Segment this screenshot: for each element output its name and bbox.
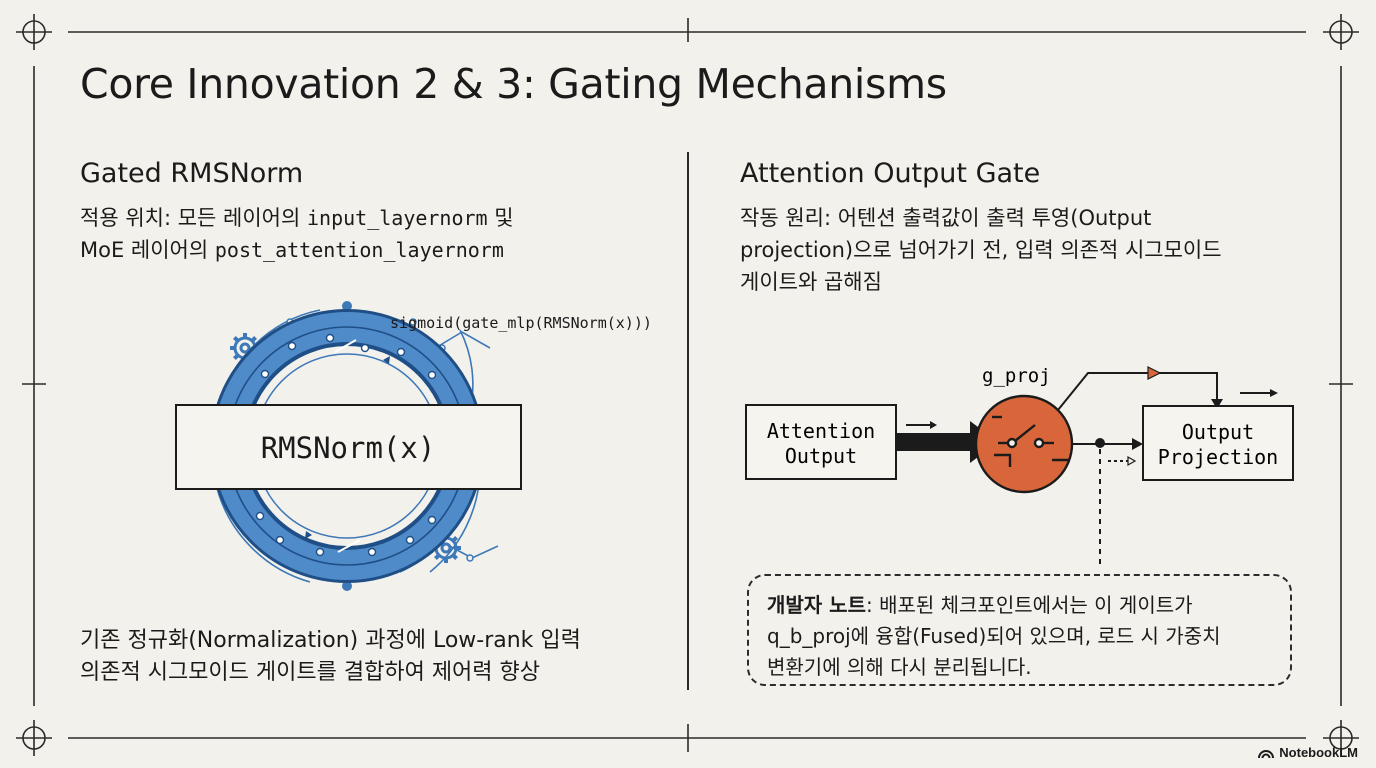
switch-icon — [992, 415, 1070, 467]
attention-output-label: Output — [785, 444, 857, 468]
arrow-icon — [1127, 455, 1137, 467]
attention-gate-diagram: Attention Output g_proj Output — [745, 365, 1294, 565]
ring-dots — [255, 333, 437, 557]
arrow-icon — [1147, 366, 1162, 380]
rmsnorm-box — [175, 404, 522, 490]
note-text: q_b_proj에 융합(Fused)되어 있으며, 로드 시 가중치 — [767, 624, 1221, 648]
column-divider — [687, 152, 689, 690]
desc-line: 게이트와 곱해짐 — [740, 270, 882, 294]
rmsnorm-box-label: RMSNorm(x) — [261, 431, 436, 465]
junction-dot — [1095, 438, 1105, 448]
gated-rmsnorm-description: 적용 위치: 모든 레이어의 input_layernorm 및 MoE 레이어… — [80, 202, 514, 266]
summary-line: 의존적 시그모이드 게이트를 결합하여 제어력 향상 — [80, 660, 541, 685]
brand-name: NotebookLM — [1279, 745, 1358, 760]
desc-text: MoE 레이어의 — [80, 238, 215, 262]
switch-icon — [334, 339, 361, 553]
desc-text: 및 — [487, 206, 514, 230]
crosshair-icon — [1323, 14, 1359, 50]
brand-watermark: NotebookLM — [1258, 745, 1358, 760]
desc-text: 적용 위치: 모든 레이어의 — [80, 206, 307, 230]
attention-output-label: Attention — [767, 419, 875, 443]
notebooklm-logo-icon — [1258, 749, 1275, 758]
sigmoid-formula: sigmoid(gate_mlp(RMSNorm(x))) — [390, 314, 652, 332]
note-text: : 배포된 체크포인트에서는 이 게이트가 — [865, 593, 1193, 617]
page-title: Core Innovation 2 & 3: Gating Mechanisms — [80, 60, 947, 108]
attention-gate-description: 작동 원리: 어텐션 출력값이 출력 투영(Output projection)… — [740, 202, 1222, 298]
arrow-icon — [1211, 399, 1223, 409]
node-dot — [342, 301, 352, 311]
output-projection-label: Projection — [1158, 445, 1278, 469]
desc-line: projection)으로 넘어가기 전, 입력 의존적 시그모이드 — [740, 238, 1222, 262]
note-text: 변환기에 의해 다시 분리됩니다. — [767, 655, 1032, 679]
note-label: 개발자 노트 — [767, 593, 866, 617]
attention-output-box — [745, 404, 897, 480]
gate-label: g_proj — [982, 365, 1051, 387]
node-dot — [342, 581, 352, 591]
output-projection-label: Output — [1182, 420, 1254, 444]
gate-switch: g_proj — [974, 365, 1074, 494]
arrow-icon — [305, 356, 390, 539]
developer-note: 개발자 노트: 배포된 체크포인트에서는 이 게이트가 q_b_proj에 융합… — [747, 574, 1292, 686]
desc-line: 작동 원리: 어텐션 출력값이 출력 투영(Output — [740, 206, 1152, 230]
output-projection-box — [1142, 405, 1294, 481]
crosshair-icon — [1323, 720, 1359, 756]
arrow-icon — [1270, 389, 1278, 397]
arrow-icon — [1132, 438, 1143, 450]
attention-gate-heading: Attention Output Gate — [740, 158, 1041, 189]
code-post-attention-layernorm: post_attention_layernorm — [214, 238, 504, 262]
gated-rmsnorm-heading: Gated RMSNorm — [80, 158, 304, 189]
code-input-layernorm: input_layernorm — [306, 206, 488, 230]
crosshair-icon — [16, 720, 52, 756]
summary-line: 기존 정규화(Normalization) 과정에 Low-rank 입력 — [80, 628, 581, 653]
crosshair-icon — [16, 14, 52, 50]
gated-rmsnorm-diagram: RMSNorm(x) sigmoid(gate_mlp(RMSNorm(x))) — [175, 301, 652, 591]
gated-rmsnorm-summary: 기존 정규화(Normalization) 과정에 Low-rank 입력 의존… — [80, 625, 581, 689]
